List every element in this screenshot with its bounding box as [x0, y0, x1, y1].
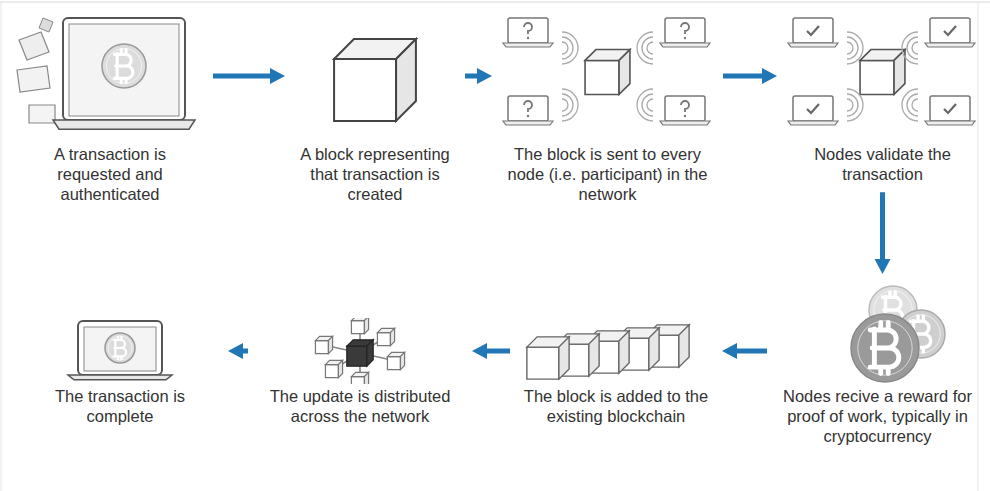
- flow-arrow: [213, 68, 285, 84]
- process-step: Nodes recive a reward for proof of work,…: [775, 282, 980, 446]
- flow-arrow: [228, 343, 248, 359]
- step-illustration: [293, 10, 457, 142]
- process-step: Nodes validate the transaction: [785, 10, 980, 184]
- flow-arrow: [465, 68, 492, 84]
- step-caption: A transaction is requested and authentic…: [15, 142, 205, 204]
- flow-arrow: [723, 68, 777, 84]
- step-caption: The block is added to the existing block…: [518, 384, 714, 426]
- step-caption: A block representing that transaction is…: [293, 142, 457, 204]
- flow-arrow: [472, 343, 510, 359]
- process-step: A transaction is requested and authentic…: [15, 10, 205, 204]
- step-illustration: [518, 318, 714, 384]
- process-step: The update is distributed across the net…: [256, 318, 464, 426]
- step-caption: The transaction is complete: [20, 384, 220, 426]
- process-step: The block is sent to every node (i.e. pa…: [500, 10, 715, 204]
- step-illustration: [256, 318, 464, 384]
- process-step: The block is added to the existing block…: [518, 318, 714, 426]
- step-illustration: [500, 10, 715, 142]
- step-illustration: [15, 10, 205, 142]
- step-illustration: [785, 10, 980, 142]
- step-caption: Nodes validate the transaction: [785, 142, 980, 184]
- process-step: A block representing that transaction is…: [293, 10, 457, 204]
- process-step: The transaction is complete: [20, 318, 220, 426]
- step-illustration: [775, 282, 980, 384]
- step-caption: The block is sent to every node (i.e. pa…: [500, 142, 715, 204]
- flow-arrow: [722, 343, 767, 359]
- flow-arrow: [875, 192, 891, 274]
- step-caption: The update is distributed across the net…: [256, 384, 464, 426]
- step-illustration: [20, 318, 220, 384]
- step-caption: Nodes recive a reward for proof of work,…: [775, 384, 980, 446]
